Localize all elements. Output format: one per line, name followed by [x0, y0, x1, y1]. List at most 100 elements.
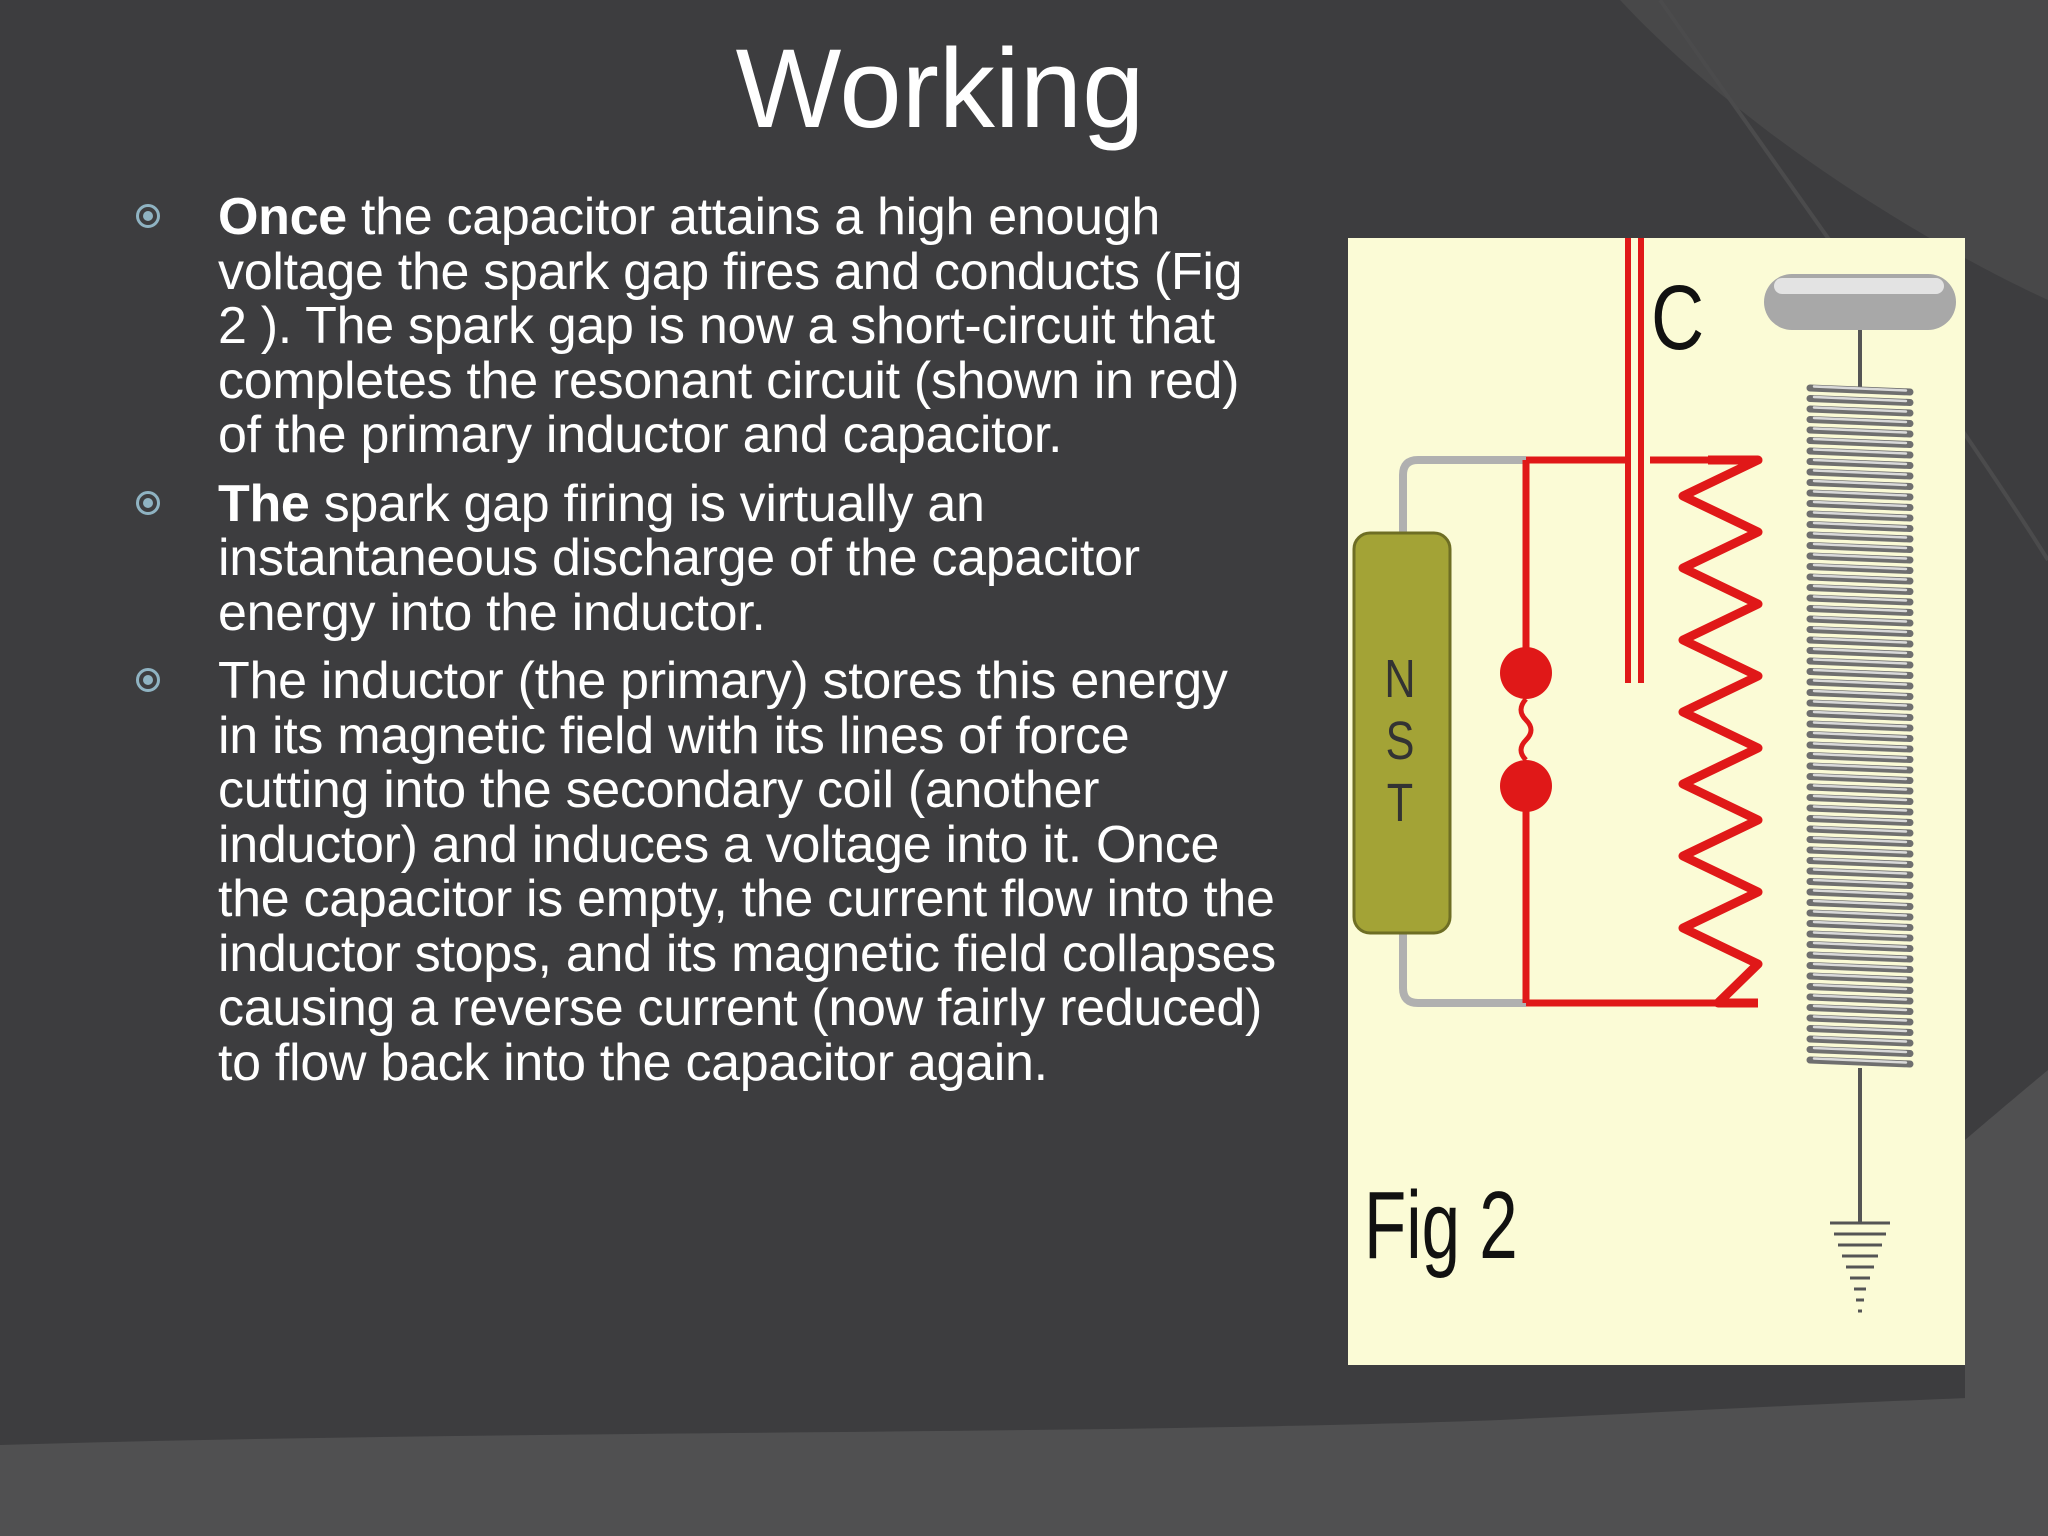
coil-turn	[1806, 594, 1914, 606]
coil-turn	[1806, 920, 1914, 931]
coil-turn-highlight	[1812, 836, 1908, 844]
coil-turn	[1806, 573, 1914, 585]
coil-turn-highlight	[1812, 1057, 1908, 1064]
coil-turn	[1806, 962, 1914, 973]
circuit-diagram	[1352, 238, 1956, 1313]
coil-turn	[1806, 531, 1914, 543]
bullet-list: Once the capacitor attains a high enough…	[130, 190, 1280, 1104]
coil-turn	[1806, 426, 1914, 438]
coil-turn-highlight	[1812, 437, 1908, 445]
coil-turn-highlight	[1812, 689, 1908, 697]
coil-turn-highlight	[1812, 521, 1908, 529]
coil-turn	[1806, 657, 1914, 669]
coil-turn	[1806, 689, 1914, 700]
coil-turn-highlight	[1812, 595, 1908, 602]
slide-title: Working	[735, 26, 1145, 151]
coil-turn	[1806, 437, 1914, 448]
coil-turn	[1806, 416, 1914, 427]
coil-turn-highlight	[1812, 637, 1908, 644]
capacitor-label: C	[1651, 267, 1705, 369]
coil-turn-highlight	[1812, 532, 1908, 539]
coil-turn	[1806, 1046, 1914, 1057]
coil-turn	[1806, 468, 1914, 480]
coil-turn-highlight	[1812, 1046, 1908, 1054]
coil-turn-highlight	[1812, 794, 1908, 802]
coil-turn	[1806, 678, 1914, 690]
coil-turn	[1806, 384, 1914, 396]
coil-turn	[1806, 867, 1914, 879]
bullet-text: The inductor (the primary) stores this e…	[218, 652, 1276, 1092]
coil-turn-highlight	[1812, 469, 1908, 476]
coil-turn-highlight	[1812, 973, 1908, 980]
nst-letter: N	[1384, 649, 1416, 709]
coil-turn	[1806, 804, 1914, 816]
coil-turn-highlight	[1812, 826, 1908, 833]
coil-turn-highlight	[1812, 742, 1908, 749]
coil-turn-highlight	[1812, 1036, 1908, 1043]
coil-turn-highlight	[1812, 658, 1908, 665]
coil-turn	[1806, 521, 1914, 532]
coil-turn	[1806, 1035, 1914, 1047]
nst-letter: S	[1385, 711, 1415, 771]
coil-turn	[1806, 794, 1914, 805]
coil-turn	[1806, 741, 1914, 753]
coil-turn	[1806, 752, 1914, 763]
coil-turn	[1806, 636, 1914, 648]
coil-turn-highlight	[1812, 563, 1908, 571]
coil-turn-highlight	[1812, 878, 1908, 886]
coil-turn	[1806, 542, 1914, 553]
coil-turn-highlight	[1812, 500, 1908, 508]
coil-turn	[1806, 731, 1914, 742]
coil-turn-highlight	[1812, 626, 1908, 634]
coil-turn-highlight	[1812, 668, 1908, 676]
coil-turn	[1806, 888, 1914, 900]
coil-turn	[1806, 647, 1914, 658]
coil-turn-highlight	[1812, 427, 1908, 434]
coil-turn-highlight	[1812, 889, 1908, 896]
coil-turn	[1806, 983, 1914, 994]
coil-turn-highlight	[1812, 679, 1908, 686]
coil-turn-highlight	[1812, 542, 1908, 550]
coil-turn	[1806, 552, 1914, 564]
coil-turn-highlight	[1812, 511, 1908, 518]
coil-turn	[1806, 458, 1914, 469]
nst-label: N S T	[1376, 648, 1424, 834]
coil-turn-highlight	[1812, 1025, 1908, 1033]
coil-turn-highlight	[1812, 710, 1908, 718]
coil-turn	[1806, 1056, 1914, 1068]
coil-turn-highlight	[1812, 1015, 1908, 1022]
coil-turn	[1806, 405, 1914, 417]
coil-turn	[1806, 710, 1914, 721]
coil-turn	[1806, 447, 1914, 459]
circle-bullet-icon	[136, 668, 160, 692]
coil-turn	[1806, 489, 1914, 501]
coil-turn	[1806, 1014, 1914, 1026]
coil-turn-highlight	[1812, 868, 1908, 875]
coil-turn-highlight	[1812, 910, 1908, 917]
coil-turn-highlight	[1812, 553, 1908, 560]
coil-turn-highlight	[1812, 941, 1908, 949]
bullet-item: The inductor (the primary) stores this e…	[130, 654, 1280, 1090]
coil-turn-highlight	[1812, 920, 1908, 928]
coil-turn-highlight	[1812, 847, 1908, 854]
coil-turn	[1806, 500, 1914, 511]
coil-turn	[1806, 825, 1914, 837]
transformer-wire-top	[1399, 456, 1526, 538]
coil-turn-highlight	[1812, 584, 1908, 592]
coil-turn-highlight	[1812, 773, 1908, 781]
coil-turn-highlight	[1812, 983, 1908, 991]
coil-turn	[1806, 563, 1914, 574]
coil-turn	[1806, 615, 1914, 627]
coil-turn	[1806, 993, 1914, 1005]
coil-turn	[1806, 857, 1914, 868]
bullet-item: Once the capacitor attains a high enough…	[130, 190, 1280, 463]
coil-turn-highlight	[1812, 857, 1908, 865]
capacitor	[1625, 238, 1644, 683]
coil-turn	[1806, 1025, 1914, 1036]
bullet-lead: The	[218, 474, 310, 533]
coil-turn-highlight	[1812, 805, 1908, 812]
coil-turn-highlight	[1812, 931, 1908, 938]
nst-letter: T	[1386, 773, 1414, 833]
bullet-item: The spark gap firing is virtually an ins…	[130, 474, 1280, 641]
coil-turn	[1806, 479, 1914, 490]
